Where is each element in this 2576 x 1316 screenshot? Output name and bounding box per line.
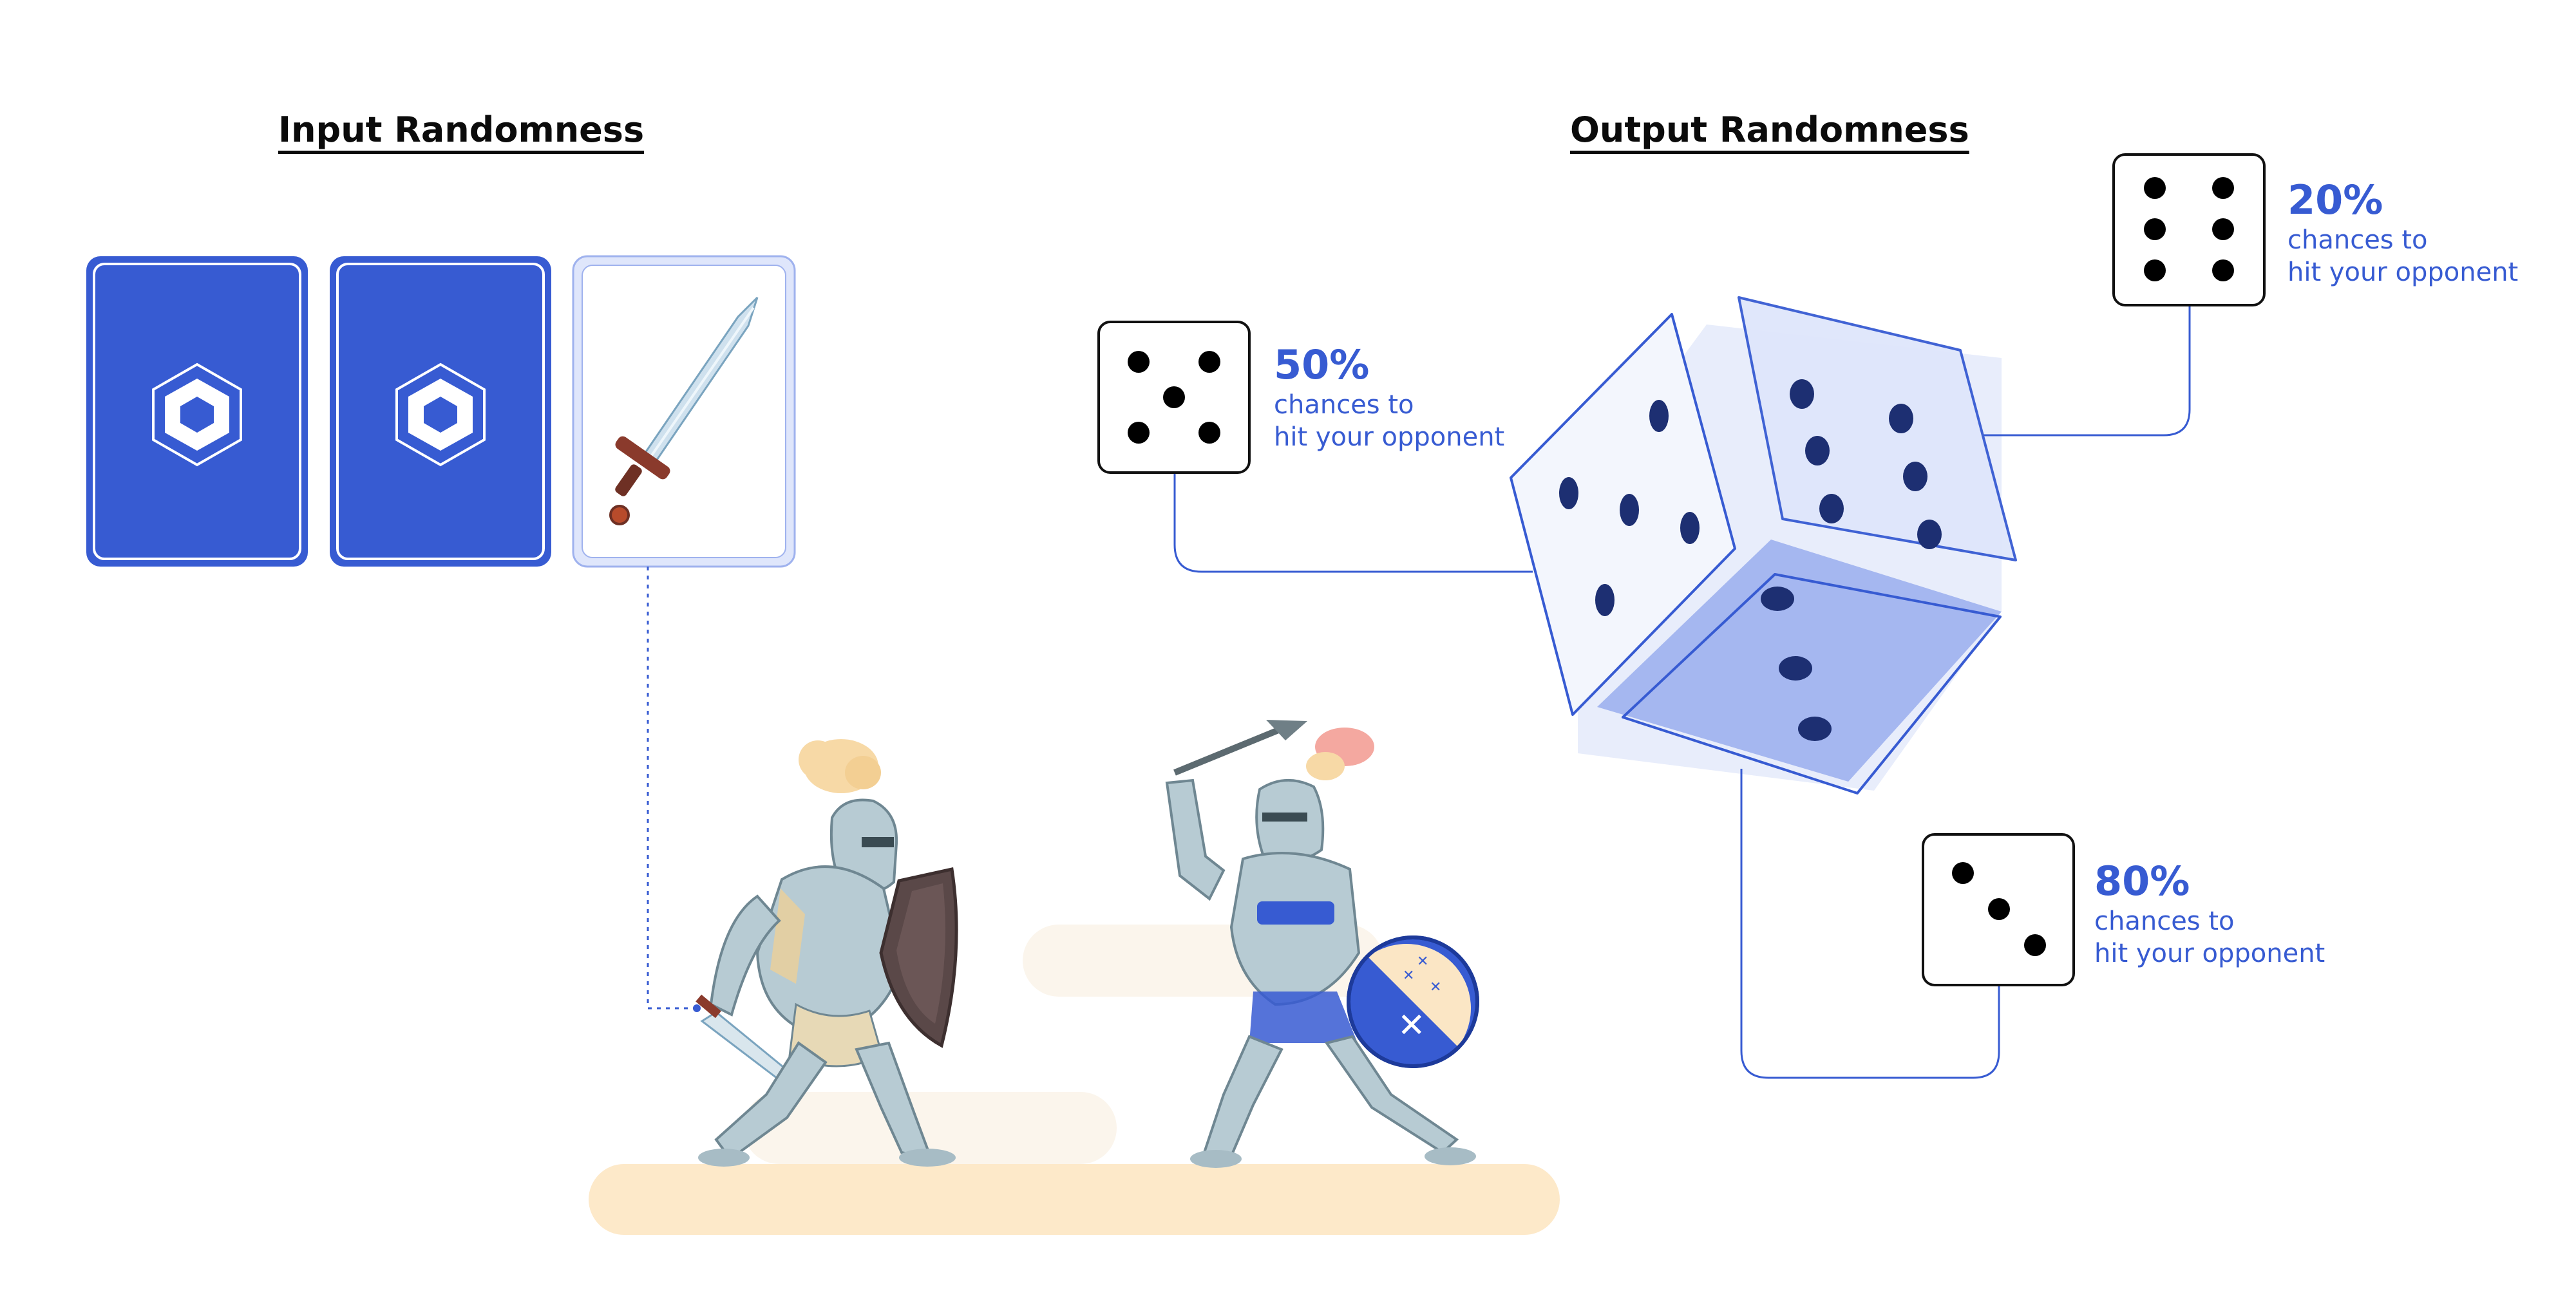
card-face-down-2 bbox=[330, 256, 551, 567]
card-face-down-1 bbox=[86, 256, 308, 567]
outcome-80-percent: 80% bbox=[2094, 858, 2190, 905]
outcome-80-line1: chances to bbox=[2094, 907, 2235, 936]
round-shield: ✕ ✕ ✕ ✕ bbox=[1347, 935, 1479, 1068]
svg-text:✕: ✕ bbox=[1397, 1006, 1426, 1045]
svg-text:✕: ✕ bbox=[1417, 954, 1428, 970]
left-knight-illustration bbox=[696, 739, 958, 1167]
outcome-20-line2: hit your opponent bbox=[2287, 258, 2519, 287]
connector-dot bbox=[693, 1004, 701, 1012]
die-six-icon bbox=[2112, 153, 2266, 306]
output-randomness-heading: Output Randomness bbox=[1570, 109, 1969, 150]
sword-icon bbox=[609, 296, 759, 525]
sword-connector-line bbox=[647, 567, 697, 1010]
ground-platform bbox=[589, 1164, 1560, 1235]
die-five-icon bbox=[1097, 321, 1251, 474]
chainlink-hexagon-icon bbox=[395, 362, 486, 467]
big-isometric-dice bbox=[1510, 296, 2017, 794]
input-randomness-heading: Input Randomness bbox=[278, 109, 645, 150]
outcome-80-line2: hit your opponent bbox=[2094, 939, 2325, 968]
svg-text:✕: ✕ bbox=[1403, 968, 1414, 984]
outcome-50-percent: 50% bbox=[1274, 341, 1370, 388]
connector-line-20 bbox=[1984, 304, 2191, 437]
connector-line-50 bbox=[1173, 474, 1533, 573]
outcome-20-percent: 20% bbox=[2287, 176, 2383, 223]
svg-text:✕: ✕ bbox=[1430, 979, 1441, 995]
right-knight-illustration: ✕ ✕ ✕ ✕ bbox=[1165, 720, 1479, 1168]
outcome-50-line2: hit your opponent bbox=[1274, 422, 1505, 452]
card-face-up-sword bbox=[572, 255, 796, 568]
outcome-50-line1: chances to bbox=[1274, 390, 1414, 420]
die-three-icon bbox=[1922, 833, 2075, 986]
chainlink-hexagon-icon bbox=[152, 362, 242, 467]
connector-line-80 bbox=[1740, 769, 2000, 1079]
outcome-20-line1: chances to bbox=[2287, 225, 2428, 255]
ground-cloud-left bbox=[743, 1092, 1117, 1164]
